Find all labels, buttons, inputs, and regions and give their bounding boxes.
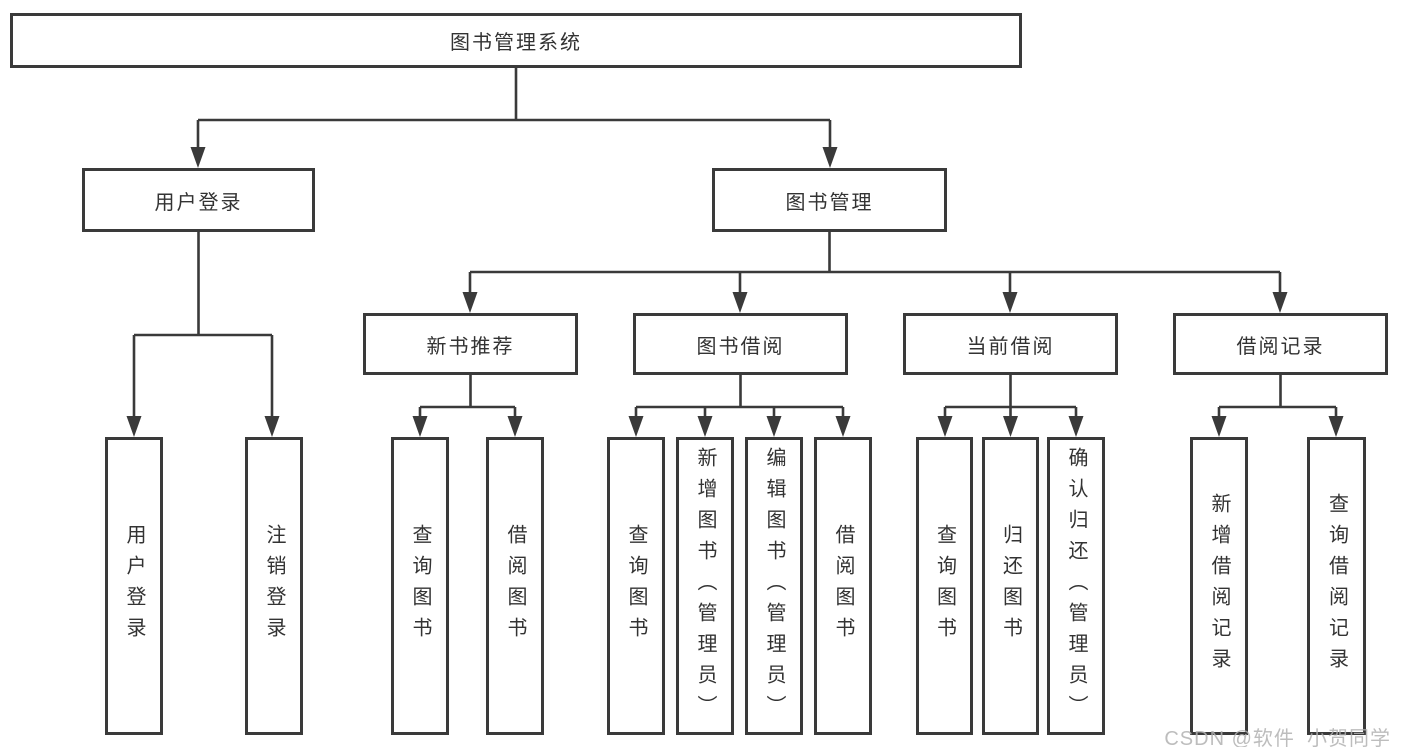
node-current-borrow-label: 当前借阅 bbox=[966, 335, 1055, 358]
leaf-query-books-borrow: 查询图书 bbox=[607, 437, 665, 735]
leaf-edit-book-admin: 编辑图书（管理员） bbox=[745, 437, 803, 735]
node-root-label: 图书管理系统 bbox=[450, 32, 582, 54]
connector-path bbox=[132, 232, 274, 418]
node-book-management-label: 图书管理 bbox=[785, 191, 874, 214]
arrow-down-icon bbox=[126, 416, 280, 437]
leaf-label: 用户登录 bbox=[123, 524, 145, 648]
connector-path bbox=[196, 68, 832, 149]
leaf-query-books-current: 查询图书 bbox=[916, 437, 973, 735]
connector-current-borrow-to-leaves bbox=[937, 375, 1084, 437]
leaf-add-borrow-record: 新增借阅记录 bbox=[1190, 437, 1248, 735]
leaf-query-borrow-record: 查询借阅记录 bbox=[1307, 437, 1366, 735]
leaf-add-book-admin: 新增图书（管理员） bbox=[676, 437, 734, 735]
node-root: 图书管理系统 bbox=[10, 13, 1022, 68]
node-book-borrow: 图书借阅 bbox=[633, 313, 848, 375]
node-new-book-recommend: 新书推荐 bbox=[363, 313, 578, 375]
leaf-confirm-return-admin: 确认归还（管理员） bbox=[1047, 437, 1105, 735]
leaf-user-login: 用户登录 bbox=[105, 437, 163, 735]
connector-book-management-to-level3 bbox=[462, 232, 1288, 313]
connector-user-login-to-leaves bbox=[126, 232, 280, 437]
leaf-label: 新增借阅记录 bbox=[1208, 493, 1230, 679]
leaf-label: 查询借阅记录 bbox=[1325, 493, 1348, 679]
leaf-borrow-books: 借阅图书 bbox=[814, 437, 872, 735]
node-borrow-records: 借阅记录 bbox=[1173, 313, 1388, 375]
leaf-label: 借阅图书 bbox=[832, 524, 854, 648]
leaf-label: 查询图书 bbox=[625, 524, 647, 648]
leaf-label: 借阅图书 bbox=[504, 524, 526, 648]
node-book-management: 图书管理 bbox=[712, 168, 947, 232]
arrow-down-icon bbox=[412, 416, 523, 437]
node-user-login: 用户登录 bbox=[82, 168, 315, 232]
arrow-down-icon bbox=[628, 416, 851, 437]
connector-path bbox=[418, 375, 517, 418]
connector-path bbox=[634, 375, 845, 418]
node-current-borrow: 当前借阅 bbox=[903, 313, 1118, 375]
leaf-label: 新增图书（管理员） bbox=[694, 446, 716, 726]
leaf-label: 确认归还（管理员） bbox=[1065, 446, 1087, 726]
leaf-logout: 注销登录 bbox=[245, 437, 303, 735]
node-borrow-records-label: 借阅记录 bbox=[1236, 335, 1325, 358]
arrow-down-icon bbox=[1211, 416, 1344, 437]
leaf-label: 查询图书 bbox=[933, 524, 956, 648]
node-new-book-recommend-label: 新书推荐 bbox=[426, 335, 515, 358]
leaf-label: 查询图书 bbox=[409, 524, 431, 648]
connector-path bbox=[1217, 375, 1338, 418]
connector-book-borrow-to-leaves bbox=[628, 375, 851, 437]
connector-root-to-level2 bbox=[190, 68, 838, 168]
connector-path bbox=[943, 375, 1078, 418]
arrow-down-icon bbox=[937, 416, 1084, 437]
connector-borrow-records-to-leaves bbox=[1211, 375, 1344, 437]
leaf-return-book: 归还图书 bbox=[982, 437, 1039, 735]
node-book-borrow-label: 图书借阅 bbox=[696, 335, 785, 358]
leaf-label: 归还图书 bbox=[999, 524, 1022, 648]
connector-path bbox=[468, 232, 1282, 294]
leaf-label: 注销登录 bbox=[263, 524, 285, 648]
connector-new-book-recommend-to-leaves bbox=[412, 375, 523, 437]
leaf-label: 编辑图书（管理员） bbox=[763, 446, 785, 726]
leaf-query-books-recommend: 查询图书 bbox=[391, 437, 449, 735]
node-user-login-label: 用户登录 bbox=[154, 191, 243, 214]
watermark: CSDN @软件_小贺同学 bbox=[1164, 728, 1391, 747]
leaf-borrow-books-recommend: 借阅图书 bbox=[486, 437, 544, 735]
arrow-down-icon bbox=[462, 292, 1288, 313]
arrow-down-icon bbox=[190, 147, 838, 168]
